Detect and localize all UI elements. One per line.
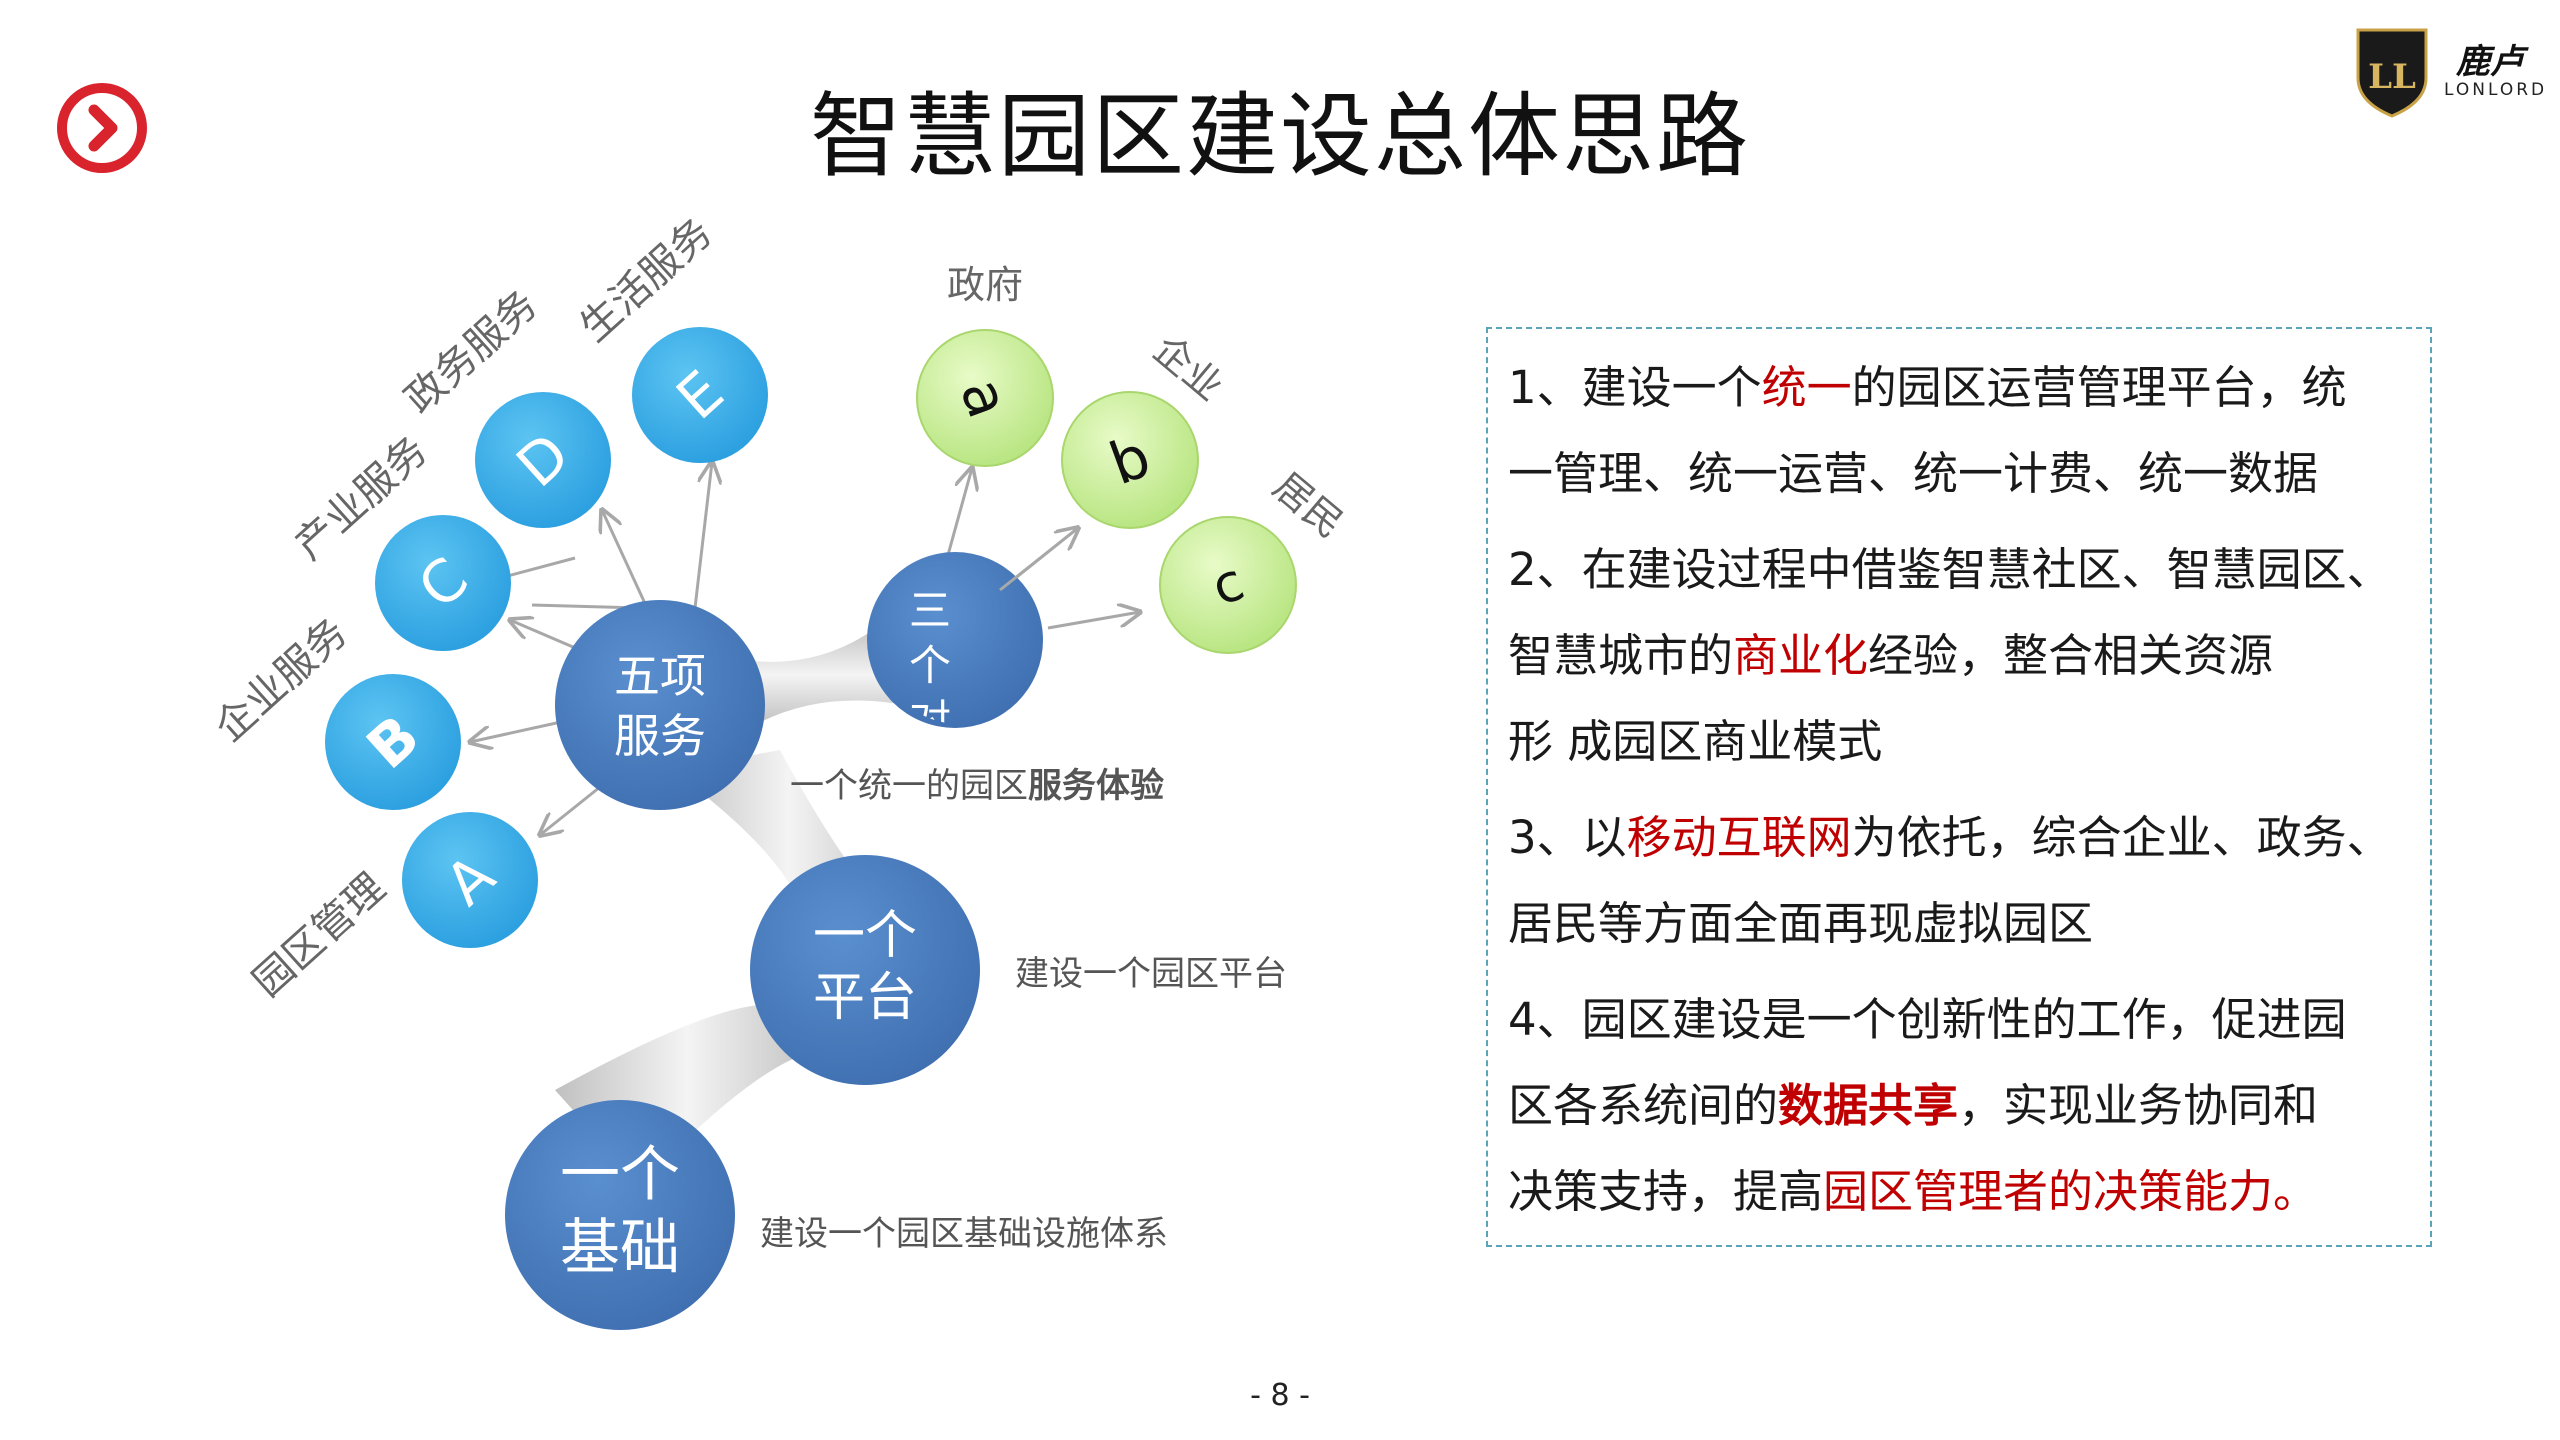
paragraph-3: 3、以移动互联网为依托，综合企业、政务、 居民等方面全面再现虚拟园区: [1508, 811, 2392, 950]
shield-logo-icon: LL: [2356, 28, 2428, 118]
page-title: 智慧园区建设总体思路: [809, 83, 1750, 190]
platform-node: 一个 平台: [750, 855, 980, 1085]
target-item-a: a 政府: [916, 263, 1054, 467]
base-node: 一个 基础: [505, 1100, 735, 1330]
service-item-a: A 园区管理: [244, 812, 538, 1006]
logo-brand: 鹿卢: [2456, 42, 2524, 82]
base-line1: 一个: [560, 1140, 680, 1210]
arrow-to-d: [602, 510, 650, 611]
targets-node: 三 个 对: [867, 526, 1079, 728]
brand-logo: LL 鹿卢 LONLORD: [2352, 22, 2544, 122]
services-line1: 五项: [614, 649, 706, 703]
paragraph-4: 4、园区建设是一个创新性的工作，促进园 区各系统间的数据共享，实现业务协同和 决…: [1508, 993, 2347, 1218]
arrow-to-target-a: [946, 468, 972, 556]
base-line2: 基础: [560, 1213, 680, 1283]
platform-line2: 平台: [813, 968, 917, 1028]
logo-subtitle: LONLORD: [2444, 80, 2548, 100]
service-label-a: 园区管理: [244, 865, 394, 1006]
paragraph-1: 1、建设一个统一的园区运营管理平台，统 一管理、统一运营、统一计费、统一数据: [1508, 361, 2347, 500]
arrow-to-target-c: [1047, 612, 1140, 630]
logo-mark: LL: [2368, 57, 2416, 97]
arrow-to-e: [693, 462, 712, 609]
arrow-to-c: [510, 620, 581, 652]
page-number: - 8 -: [1250, 1378, 1310, 1413]
connector-services-targets: [745, 625, 905, 725]
arrow-to-b: [470, 718, 571, 742]
targets-char-1: 三: [909, 586, 951, 635]
services-caption: 一个统一的园区服务体验: [790, 766, 1164, 806]
targets-char-2: 个: [909, 641, 951, 690]
chevron-right-circle-icon[interactable]: [56, 82, 148, 174]
platform-caption: 建设一个园区平台: [1015, 954, 1287, 994]
strategy-textbox: 1、建设一个统一的园区运营管理平台，统 一管理、统一运营、统一计费、统一数据 2…: [1486, 327, 2432, 1247]
strategy-diagram: 一个 基础 建设一个园区基础设施体系 一个 平台 建设一个园区平台 五项 服务 …: [206, 210, 1352, 1330]
target-item-b: b 企业: [1061, 327, 1232, 529]
services-node: 五项 服务: [555, 600, 765, 810]
target-label-c: 居民: [1265, 464, 1352, 547]
platform-line1: 一个: [813, 906, 917, 966]
base-caption: 建设一个园区基础设施体系: [760, 1214, 1168, 1254]
services-line2: 服务: [614, 709, 706, 763]
target-label-b: 企业: [1145, 327, 1232, 410]
target-label-a: 政府: [947, 263, 1023, 307]
paragraph-2: 2、在建设过程中借鉴智慧社区、智慧园区、 智慧城市的商业化经验，整合相关资源 形…: [1508, 543, 2392, 768]
